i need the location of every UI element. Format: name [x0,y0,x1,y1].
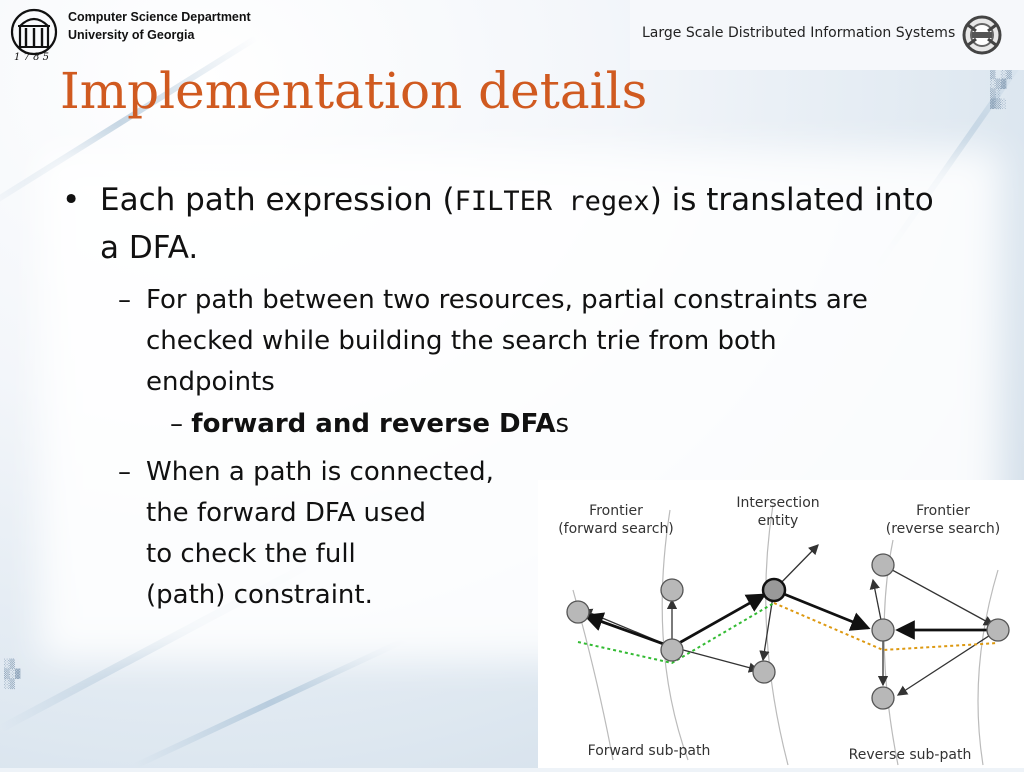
graph-nodes [566,553,1010,710]
bullet-text: Each path expression (FILTER regex) is t… [100,182,934,266]
diagram-graph [566,504,1010,766]
bold-text: forward and reverse DFA [191,409,556,439]
forward-subpath-dotted [577,602,775,665]
bullet-dot: • [62,182,81,218]
course-title: Large Scale Distributed Information Syst… [642,25,956,41]
bold-path-edges [583,588,998,649]
header-band [630,0,1024,70]
sub-bullet-text: When a path is connected, the forward DF… [146,457,494,610]
intersection-node [761,577,787,603]
sub-sub-bullet-dfas: – forward and reverse DFAs [170,409,570,439]
label-reverse-subpath: Reverse sub-path [848,747,972,763]
forward-edges [581,544,819,673]
logo-year: 1 7 8 5 [14,52,49,63]
department-name: Computer Science Department [68,10,251,24]
label-frontier-reverse: Frontier(reverse search) [885,503,1001,537]
sub-bullet-text: For path between two resources, partial … [146,285,868,397]
slide-title: Implementation details [60,62,648,120]
label-frontier-forward: Frontier(forward search) [558,503,674,537]
university-name: University of Georgia [68,28,195,42]
lsdis-logo-icon [962,15,1002,55]
code-filter-regex: FILTER regex [454,186,650,217]
label-forward-subpath: Forward sub-path [587,743,711,759]
uga-arch-logo [10,8,58,56]
